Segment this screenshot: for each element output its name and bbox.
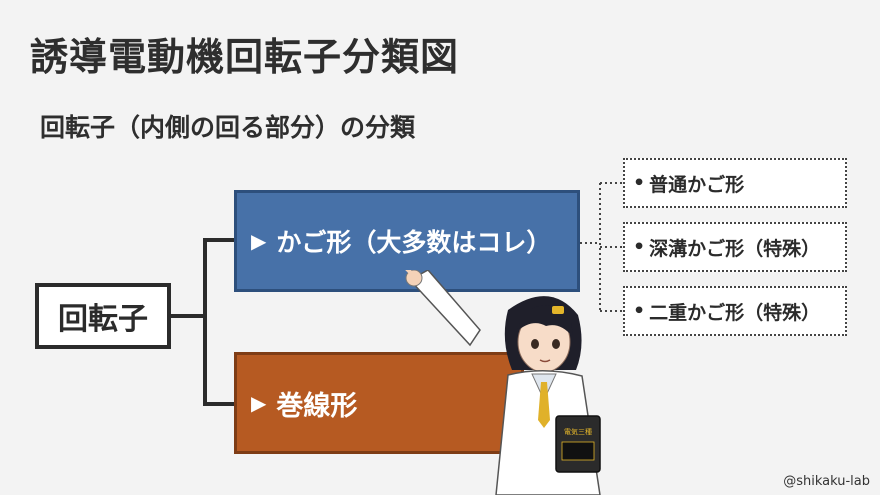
character-eye-left <box>531 339 539 349</box>
character-finger <box>405 270 414 276</box>
branch-cage-label: かご形（大多数はコレ） <box>276 228 552 257</box>
character-hair-clip <box>552 306 564 314</box>
character-illustration: 電気三種 <box>405 270 601 495</box>
character-tie <box>538 382 550 428</box>
bullet-icon: • <box>633 236 646 258</box>
branch-cage-rotor: ▶ かご形（大多数はコレ） <box>234 190 580 292</box>
character-eye-right <box>552 339 560 349</box>
cage-type-deep-bar: • 深溝かご形（特殊） <box>623 222 847 272</box>
bullet-icon: • <box>633 172 646 194</box>
character-pointing-arm <box>408 270 481 347</box>
cage-type-label: 深溝かご形（特殊） <box>649 237 821 260</box>
cage-type-normal: • 普通かご形 <box>623 158 847 208</box>
credit-watermark: @shikaku-lab <box>783 474 870 489</box>
book-window <box>561 441 595 461</box>
branch-wound-label: 巻線形 <box>276 390 358 422</box>
cage-type-label: 普通かご形 <box>649 173 745 196</box>
branch-wound-rotor: ▶ 巻線形 <box>234 352 524 454</box>
page-title: 誘導電動機回転子分類図 <box>30 35 460 79</box>
cage-type-label: 二重かご形（特殊） <box>649 301 821 324</box>
cage-type-double: • 二重かご形（特殊） <box>623 286 847 336</box>
play-arrow-icon: ▶ <box>251 391 267 415</box>
page-subtitle: 回転子（内側の回る部分）の分類 <box>40 113 416 142</box>
bullet-icon: • <box>633 300 646 322</box>
play-arrow-icon: ▶ <box>251 229 267 253</box>
root-node-label: 回転子 <box>58 302 148 337</box>
book-label: 電気三種 <box>564 427 592 436</box>
root-node: 回転子 <box>35 283 171 349</box>
character-mouth <box>539 359 551 363</box>
